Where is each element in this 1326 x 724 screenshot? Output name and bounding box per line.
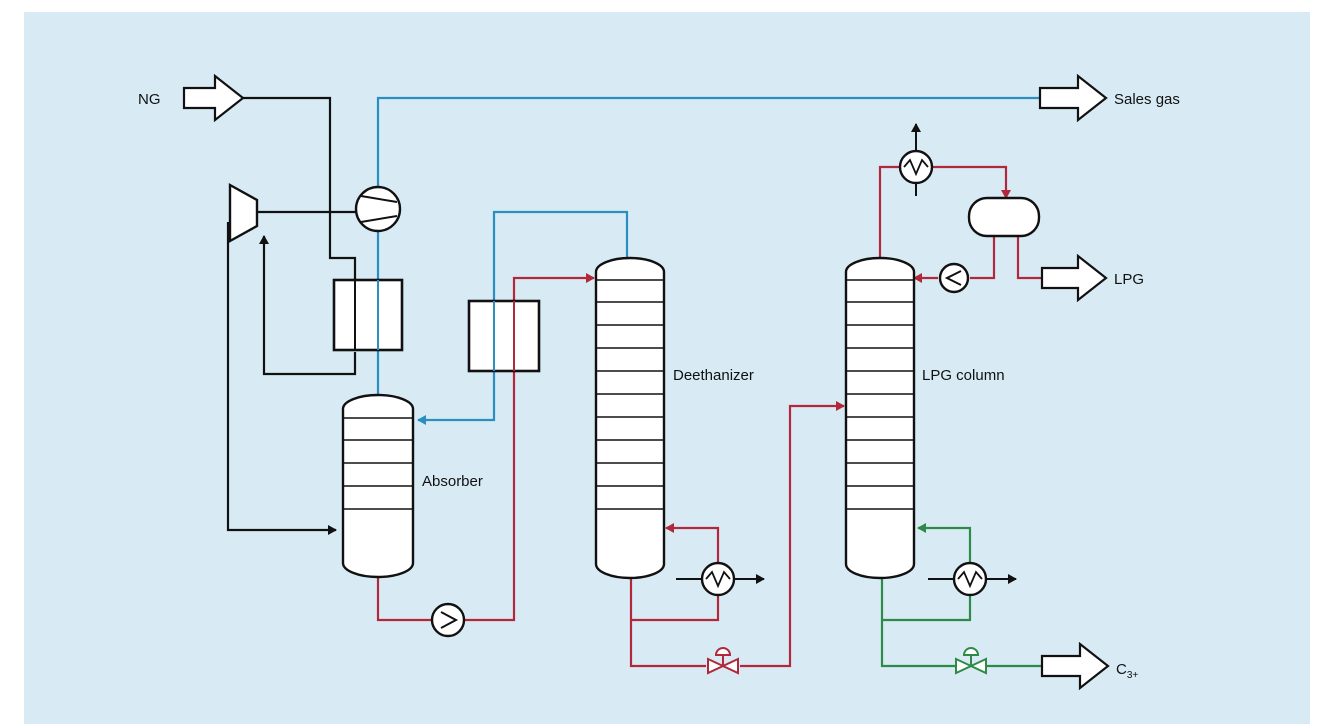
- c3-label-main: C: [1116, 661, 1127, 678]
- deethanizer-overhead-line: [417, 210, 629, 425]
- ng-feed-arrow: [182, 73, 245, 123]
- deethanizer-reboiler-loop: [631, 595, 720, 622]
- deethanizer-bottoms-line: [629, 578, 706, 668]
- deethanizer-reboiler: [676, 561, 765, 597]
- ng-feed-line: [243, 96, 357, 280]
- lpg-column-label: LPG column: [922, 367, 1005, 384]
- c3-label: C3+: [1116, 661, 1138, 681]
- diagram-panel: [24, 12, 1310, 724]
- expander-return-line: [259, 235, 357, 376]
- deethanizer-reboiler-return: [665, 523, 720, 563]
- stream-arrows: [182, 73, 1110, 691]
- c3-arrow: [1040, 641, 1110, 691]
- sales-gas-arrow: [1038, 73, 1108, 123]
- red-liquid-lines: [376, 165, 1042, 668]
- condenser-to-drum-line: [932, 165, 1011, 199]
- reflux-pump: [938, 262, 970, 294]
- absorber-column: [341, 393, 415, 579]
- absorber-bottoms-line: [376, 577, 432, 622]
- absorber-label: Absorber: [422, 473, 483, 490]
- lpg-column-bottoms-line: [880, 578, 955, 668]
- ng-label: NG: [138, 91, 161, 108]
- reflux-drum: [967, 196, 1041, 238]
- valve-to-lpg-column-line: [740, 401, 845, 668]
- black-process-lines: [226, 96, 357, 535]
- deethanizer-bottoms-valve: [707, 647, 739, 675]
- compressor: [354, 185, 402, 233]
- drum-to-lpg-line: [1016, 236, 1042, 280]
- lpg-column-reboiler: [928, 561, 1017, 597]
- c3-label-sub: 3+: [1127, 670, 1139, 681]
- deethanizer-label: Deethanizer: [673, 367, 754, 384]
- lpg-reboiler-return: [917, 523, 972, 563]
- lpg-bottoms-valve: [955, 647, 987, 675]
- lpg-condenser: [898, 123, 934, 196]
- sales-gas-label: Sales gas: [1114, 91, 1180, 108]
- lpg-reboiler-loop: [882, 595, 972, 622]
- green-liquid-lines: [880, 523, 1042, 668]
- deethanizer-column: [594, 256, 666, 580]
- lpg-arrow: [1040, 253, 1108, 303]
- lpg-column-overhead-line: [878, 165, 899, 262]
- heat-exchanger-2: [467, 299, 541, 373]
- lpg-column: [844, 256, 916, 580]
- expander: [228, 182, 259, 244]
- pump-to-deethanizer-line: [464, 273, 595, 622]
- heat-exchanger-1: [332, 278, 404, 352]
- drum-reflux-line: [970, 236, 996, 280]
- expander-to-absorber-line: [226, 222, 337, 535]
- lpg-label: LPG: [1114, 271, 1144, 288]
- absorber-bottoms-pump: [430, 602, 466, 638]
